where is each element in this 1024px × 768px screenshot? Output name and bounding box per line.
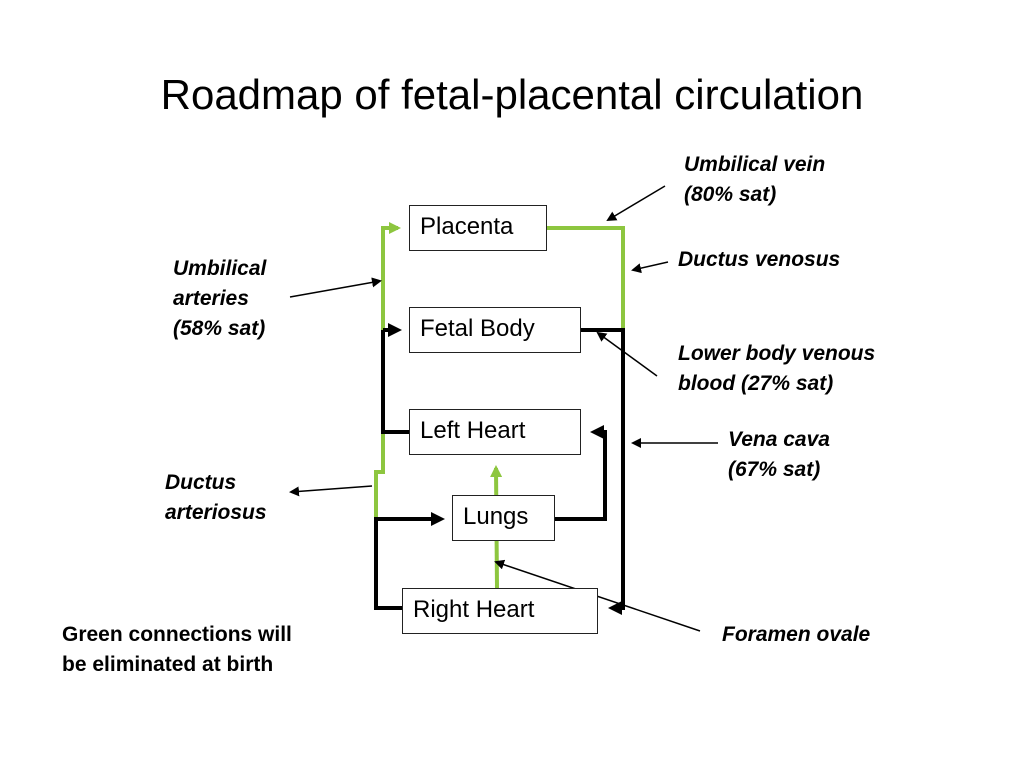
umbilical-vein-label: Umbilical vein (80% sat)	[684, 153, 826, 206]
pointer-lower-body	[596, 331, 658, 377]
umbilical-vein-path	[547, 226, 625, 330]
black-connections	[374, 323, 625, 615]
slide-title: Roadmap of fetal-placental circulation	[160, 71, 864, 118]
pointer-ductus-venosus	[631, 261, 669, 274]
annotation-pointers	[289, 185, 718, 632]
ductus-venosus-label: Ductus venosus	[678, 248, 841, 271]
umbilical-arteries-path	[381, 222, 401, 330]
pointer-umbilical-vein	[606, 185, 666, 222]
body-to-vena-cava-path	[581, 328, 625, 615]
green-connections-note: Green connections will be eliminated at …	[62, 623, 292, 676]
fetal-body-box: Fetal Body	[409, 307, 581, 353]
umbilical-arteries-label: Umbilical arteries (58% sat)	[173, 257, 267, 340]
pulmonary-artery-path	[374, 512, 445, 610]
placenta-box: Placenta	[409, 205, 547, 251]
foramen-ovale-label: Foramen ovale	[722, 623, 871, 646]
right-heart-box: Right Heart	[402, 588, 598, 634]
left-heart-box: Left Heart	[409, 409, 581, 455]
ductus-arteriosus-label: Ductus arteriosus	[165, 471, 267, 524]
aorta-to-body-path	[381, 330, 410, 434]
lungs-box: Lungs	[452, 495, 555, 541]
ductus-arteriosus-path	[374, 428, 385, 519]
pulmonary-vein-path	[555, 425, 607, 521]
pointer-umbilical-arteries	[289, 277, 382, 298]
pointer-ductus-arteriosus	[289, 485, 373, 497]
lower-body-venous-label: Lower body venous blood (27% sat)	[678, 342, 876, 395]
pointer-foramen-ovale	[494, 559, 701, 632]
vena-cava-label: Vena cava (67% sat)	[728, 428, 830, 481]
